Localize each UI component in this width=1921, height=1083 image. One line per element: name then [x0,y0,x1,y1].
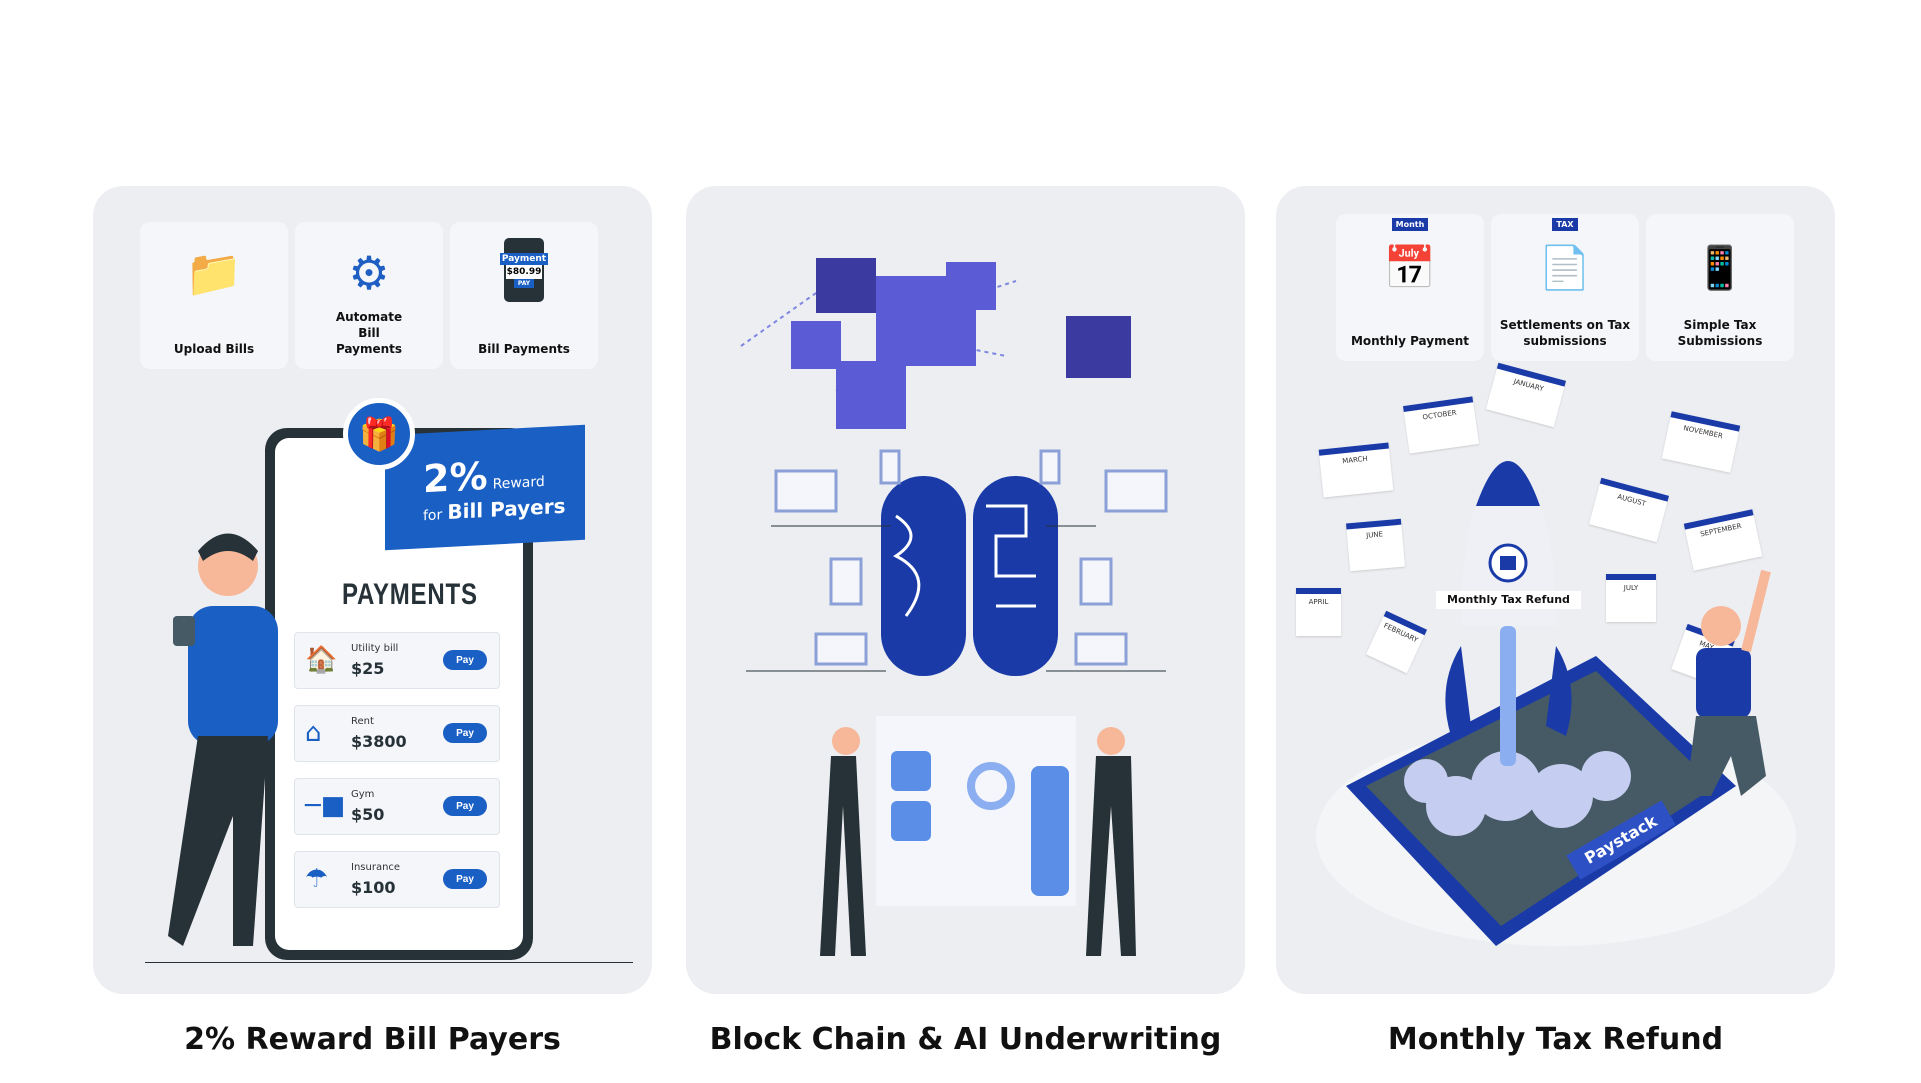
rocket-launch-illustration [1316,461,1796,946]
card-caption-reward: 2% Reward Bill Payers [184,1022,561,1057]
tile-upload-bills: 📁 Upload Bills [140,222,288,369]
dumbbell-icon: ─■ [305,791,346,821]
reward-banner: 2% Reward for Bill Payers [385,424,585,551]
tax-document-icon: 📄 [1538,243,1592,292]
tile-monthly-payment: Month 📅 Monthly Payment [1336,214,1484,361]
folder-upload-icon: 📁 [185,245,243,300]
blockchain-ai-card [686,186,1245,994]
gift-icon: 🎁 [343,398,415,470]
block-cubes [791,258,1131,429]
calendar-page: APRIL [1296,588,1341,636]
card-caption-blockchain: Block Chain & AI Underwriting [709,1022,1222,1057]
blockchain-ai-illustration [740,258,1168,956]
man-with-phone-illustration [168,533,278,946]
payment-phone-icon: Payment $80.99 PAY [499,238,549,302]
brain [881,476,1058,676]
reward-card: 📁 Upload Bills ⚙ Automate Bill Payments … [93,186,652,994]
tax-badge: TAX [1552,218,1578,231]
pay-button[interactable]: Pay [443,869,487,889]
tile-simple-tax: 📱 Simple Tax Submissions [1646,214,1794,361]
payment-row-insurance: ☂ Insurance $100 Pay [294,851,500,908]
umbrella-family-icon: ☂ [305,864,329,894]
tile-bill-payments: Payment $80.99 PAY Bill Payments [450,222,598,369]
payments-title: PAYMENTS [342,578,478,611]
card-caption-tax-refund: Monthly Tax Refund [1387,1022,1724,1057]
tile-settlements: TAX 📄 Settlements on Tax submissions [1491,214,1639,361]
tax-refund-card: Month 📅 Monthly Payment TAX 📄 Settlement… [1276,186,1835,994]
ground-line [145,962,633,963]
gears-icon: ⚙ [348,246,390,300]
pay-button[interactable]: Pay [443,796,487,816]
pay-button[interactable]: Pay [443,650,487,670]
payment-row-rent: ⌂ Rent $3800 Pay [294,705,500,762]
month-badge: Month [1391,218,1429,231]
pay-button[interactable]: Pay [443,723,487,743]
home-icon: ⌂ [305,718,322,748]
calendar-icon: 📅 [1383,243,1437,292]
utility-house-icon: 🏠 [305,645,338,675]
mobile-form-icon: 📱 [1693,243,1747,292]
payment-row-utility: 🏠 Utility bill $25 Pay [294,632,500,689]
calendar-page: JULY [1606,574,1656,622]
rocket-label: Monthly Tax Refund [1436,591,1581,609]
payment-row-gym: ─■ Gym $50 Pay [294,778,500,835]
tile-automate: ⚙ Automate Bill Payments [295,222,443,369]
